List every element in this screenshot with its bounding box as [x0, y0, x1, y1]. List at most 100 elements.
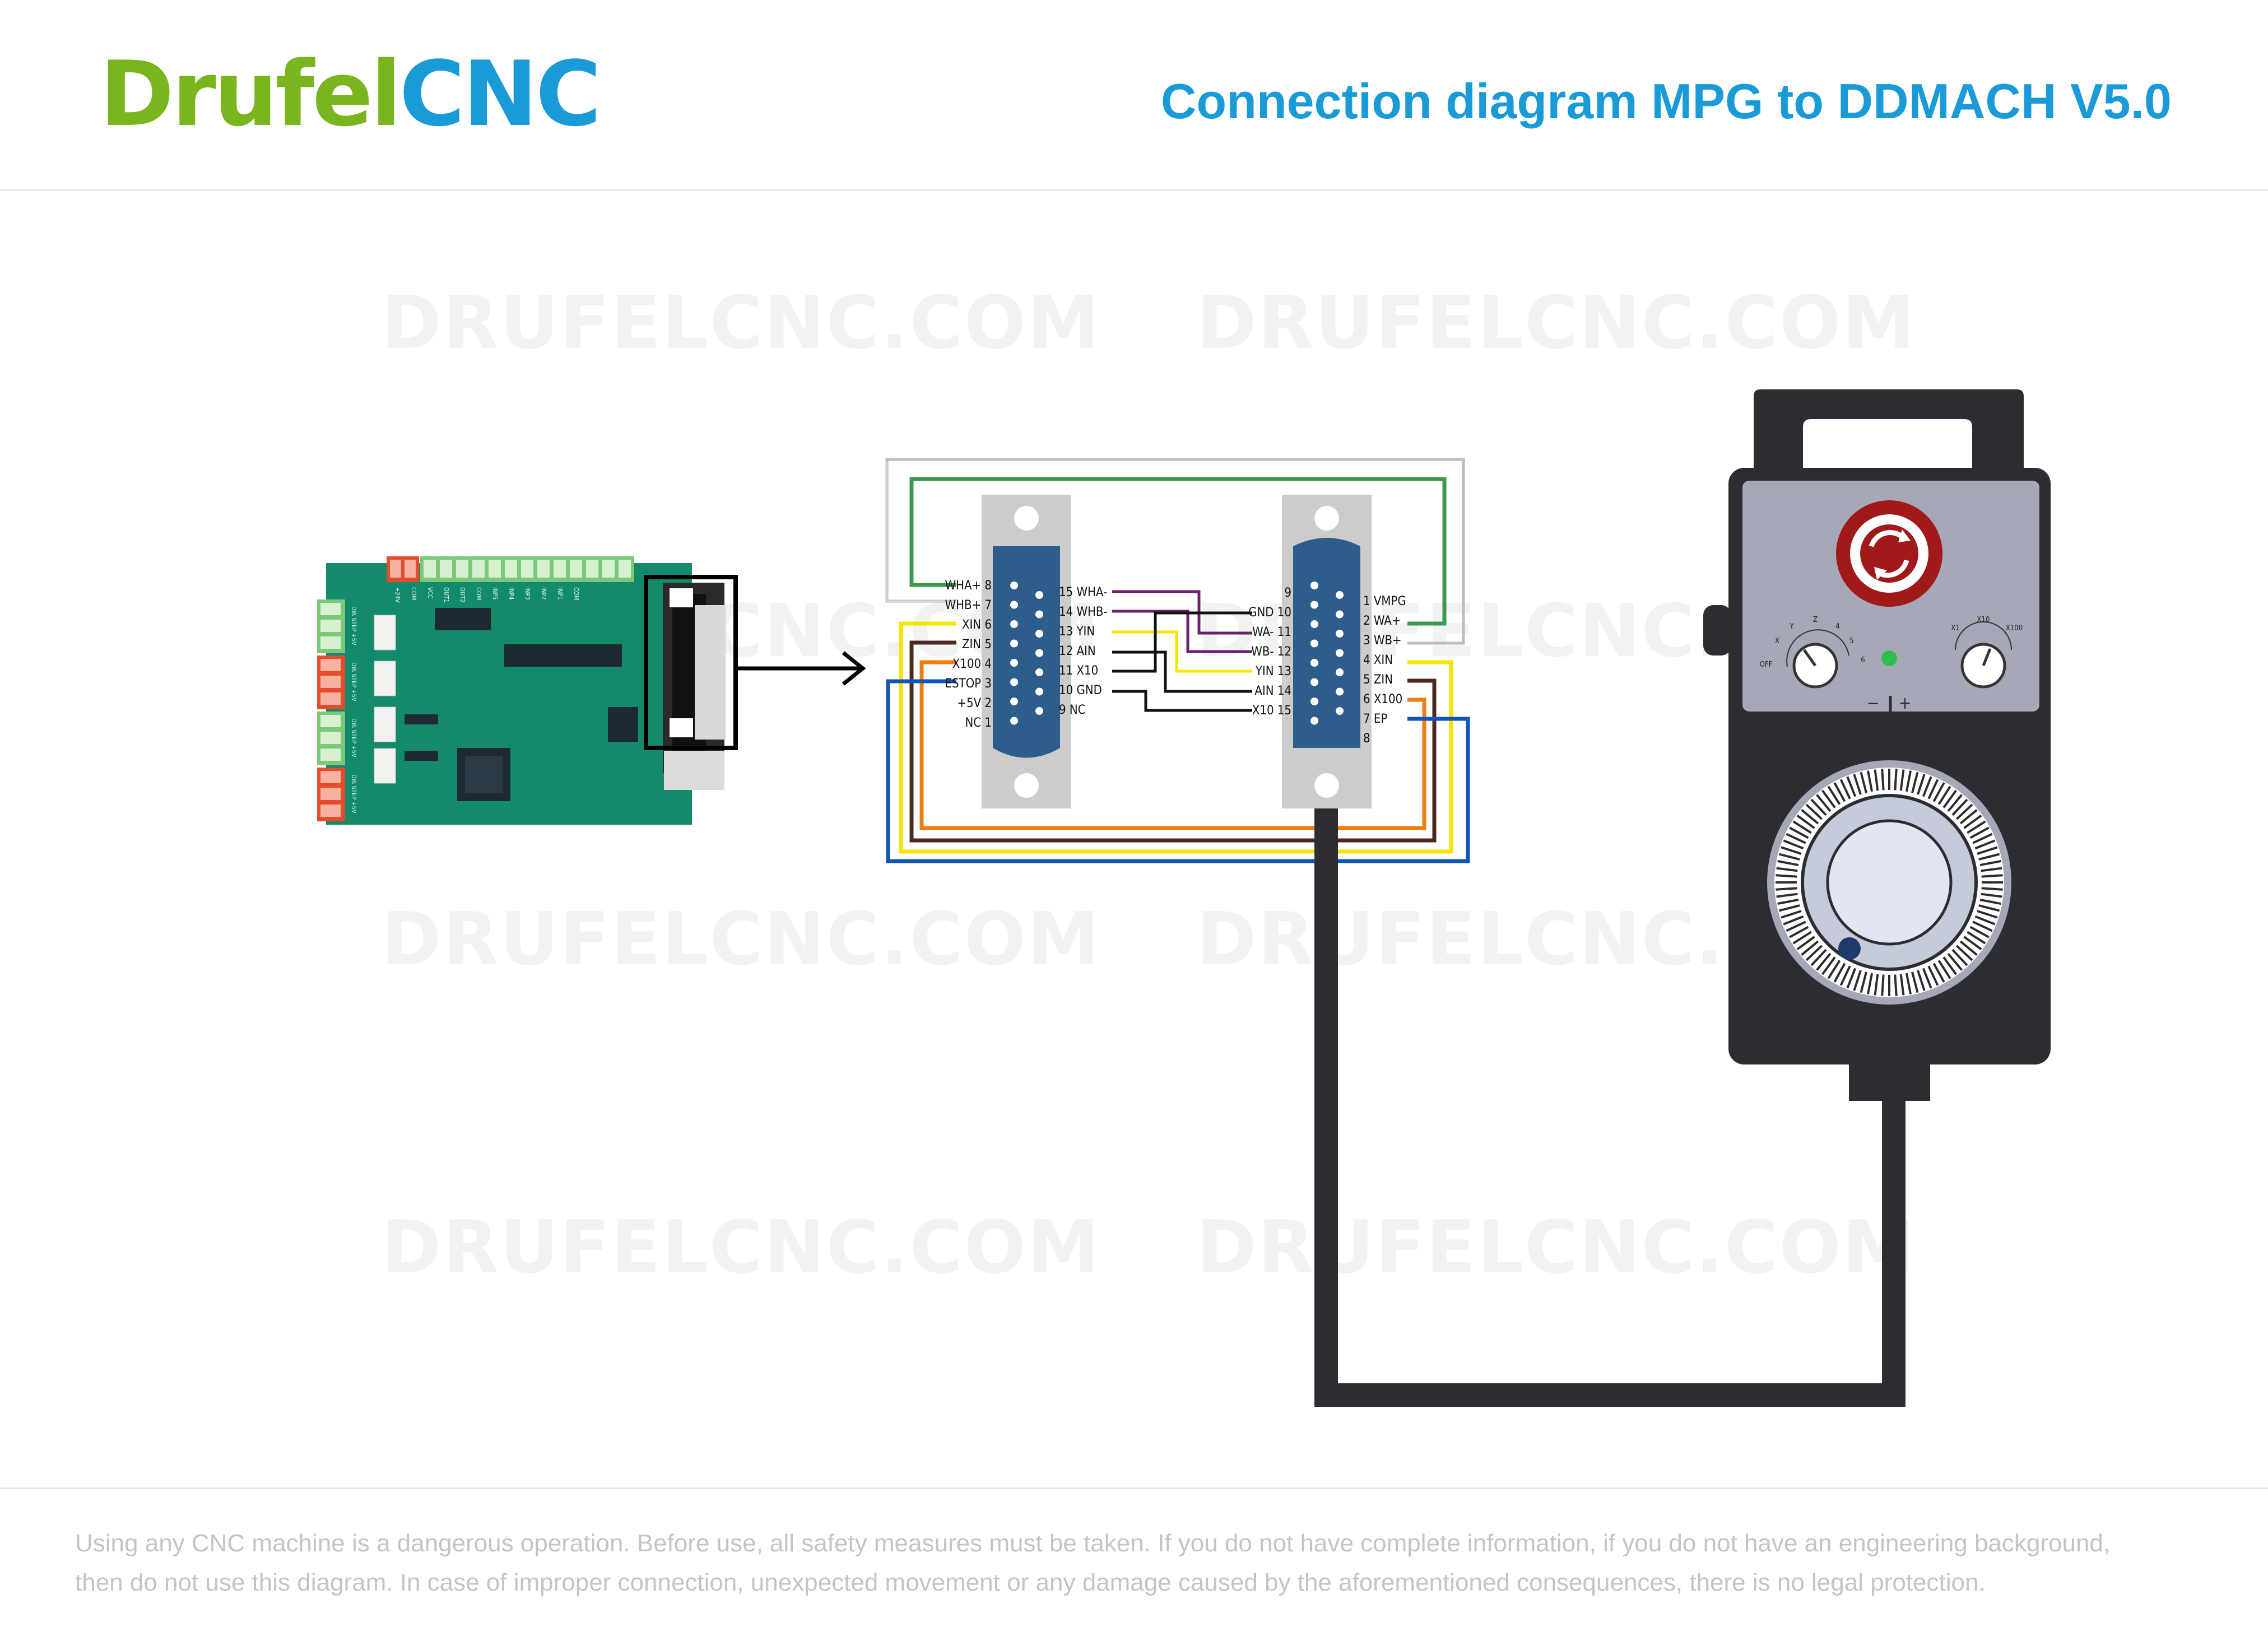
pin-label: 14 WHB-	[1059, 605, 1108, 619]
disclaimer-line2: then do not use this diagram. In case of…	[75, 1569, 1986, 1596]
wire-yellow	[899, 621, 1453, 854]
step-dial-label: X1	[1951, 624, 1959, 633]
axis-dial-label: 6	[1861, 656, 1865, 664]
pin-label: +5V 2	[957, 696, 992, 710]
axis-dial-label: X	[1775, 637, 1779, 645]
pin-label: 9 NC	[1059, 703, 1086, 717]
pin-label: 7 EP	[1363, 712, 1387, 726]
board-side-label: DIR STEP +5V	[350, 774, 357, 813]
pin-label: 15 WHA-	[1059, 585, 1107, 599]
logo-part1: Drufel	[100, 41, 402, 146]
board-top-label: INP2	[540, 587, 547, 600]
board-db-connector	[644, 575, 738, 790]
pin-label: 13 YIN	[1059, 625, 1095, 639]
side-terminal-blocks	[317, 599, 345, 821]
watermark-text: DRUFELCNC.COM	[381, 280, 1101, 365]
logo-text: DrufelCNC	[100, 49, 601, 139]
pin-label: WHB+ 7	[945, 598, 992, 612]
watermark-text: DRUFELCNC.COM	[381, 1205, 1101, 1290]
estop-button[interactable]	[1836, 500, 1942, 607]
board-top-label: COM	[410, 587, 417, 600]
disclaimer-line1: Using any CNC machine is a dangerous ope…	[75, 1530, 2111, 1557]
wire-purple-2	[1112, 610, 1252, 653]
axis-dial-label: 5	[1849, 637, 1853, 645]
wire-yellow-yin	[1112, 630, 1252, 673]
footer	[0, 1487, 2268, 1627]
pin-label: GND 10	[1248, 606, 1291, 620]
pin-label: WB- 12	[1251, 645, 1291, 659]
pin-label: 11 X10	[1059, 664, 1098, 678]
pin-label: 8	[1363, 732, 1370, 746]
jog-plus: +	[1899, 694, 1912, 713]
board-top-label: INP4	[508, 587, 515, 600]
axis-selector-dial[interactable]	[1786, 629, 1849, 689]
disclaimer: Using any CNC machine is a dangerous ope…	[75, 1524, 2215, 1602]
board-side-label: DIR STEP +5V	[350, 606, 357, 645]
axis-dial-label: Y	[1789, 622, 1794, 631]
handwheel[interactable]	[1767, 760, 2011, 1005]
pin-label: 6 X100	[1363, 692, 1402, 706]
pin-label: WA- 11	[1252, 625, 1291, 639]
chips	[405, 608, 638, 801]
wire-orange	[919, 660, 1426, 830]
wire-brown	[909, 640, 1437, 843]
board-top-label: INP1	[556, 587, 564, 600]
pin-label: XIN 6	[962, 618, 992, 632]
step-selector-dial[interactable]	[1955, 621, 2012, 689]
pin-label: 5 ZIN	[1363, 673, 1393, 687]
pin-label: ZIN 5	[962, 638, 992, 652]
watermark-text: DRUFELCNC.COM	[381, 896, 1101, 982]
pin-label: X100 4	[952, 657, 992, 671]
pin-label: AIN 14	[1254, 684, 1291, 698]
pin-label: X10 15	[1252, 704, 1291, 718]
board-top-label: OUT2	[459, 587, 466, 602]
top-terminal-blocks	[387, 556, 634, 582]
logo-part2: CNC	[399, 41, 602, 146]
watermark-text: DRUFELCNC.COM	[1196, 280, 1916, 365]
pin-label: NC 1	[965, 716, 992, 730]
pin-label: 9	[1284, 586, 1291, 600]
pin-label: 4 XIN	[1363, 653, 1393, 667]
status-led	[1881, 650, 1897, 666]
pendant-handle	[1754, 389, 2024, 471]
axis-dial-label: OFF	[1760, 661, 1773, 669]
pin-label: 2 WA+	[1363, 614, 1401, 628]
wheel-knob	[1838, 937, 1861, 960]
axis-dial-label: Z	[1813, 616, 1818, 624]
board-side-label: DIR STEP +5V	[350, 662, 357, 701]
stepper-headers	[374, 615, 396, 784]
step-dial-label: X10	[1977, 616, 1990, 624]
board-side-label: DIR STEP +5V	[350, 718, 357, 757]
side-button	[1703, 605, 1731, 656]
wire-blue	[886, 679, 1470, 863]
board-top-label: +24V	[394, 587, 401, 603]
pin-label: 10 GND	[1059, 684, 1102, 698]
highlight-box	[644, 575, 738, 750]
board-top-label: VCC	[426, 587, 434, 599]
wiring	[885, 458, 1906, 1407]
wire-green	[909, 477, 1447, 626]
axis-dial-label: 4	[1835, 622, 1839, 631]
board-top-label: OUT1	[443, 587, 450, 602]
pin-label: 3 WB+	[1363, 634, 1402, 648]
arrow-icon	[736, 651, 866, 686]
pin-label: 1 VMPG	[1363, 594, 1406, 608]
pin-label: YIN 13	[1255, 664, 1291, 678]
jog-minus: −	[1867, 694, 1880, 713]
step-dial-label: X100	[2006, 624, 2023, 633]
pendant-cable	[1314, 807, 1906, 1407]
board-top-label: COM	[573, 587, 580, 600]
db15-right-connector	[1282, 495, 1372, 808]
board-top-label: COM	[475, 587, 482, 600]
db15-left-connector	[982, 495, 1071, 808]
pin-label: ESTOP 3	[945, 677, 992, 691]
header-bar: DrufelCNC Connection diagram MPG to DDMA…	[0, 0, 2268, 191]
pin-label: WHA+ 8	[945, 579, 992, 593]
board-top-label: INP5	[491, 587, 499, 600]
pin-label: 12 AIN	[1059, 644, 1096, 658]
page-title: Connection diagram MPG to DDMACH V5.0	[1160, 73, 2172, 129]
jog-direction-marker: − +	[1867, 694, 1912, 713]
